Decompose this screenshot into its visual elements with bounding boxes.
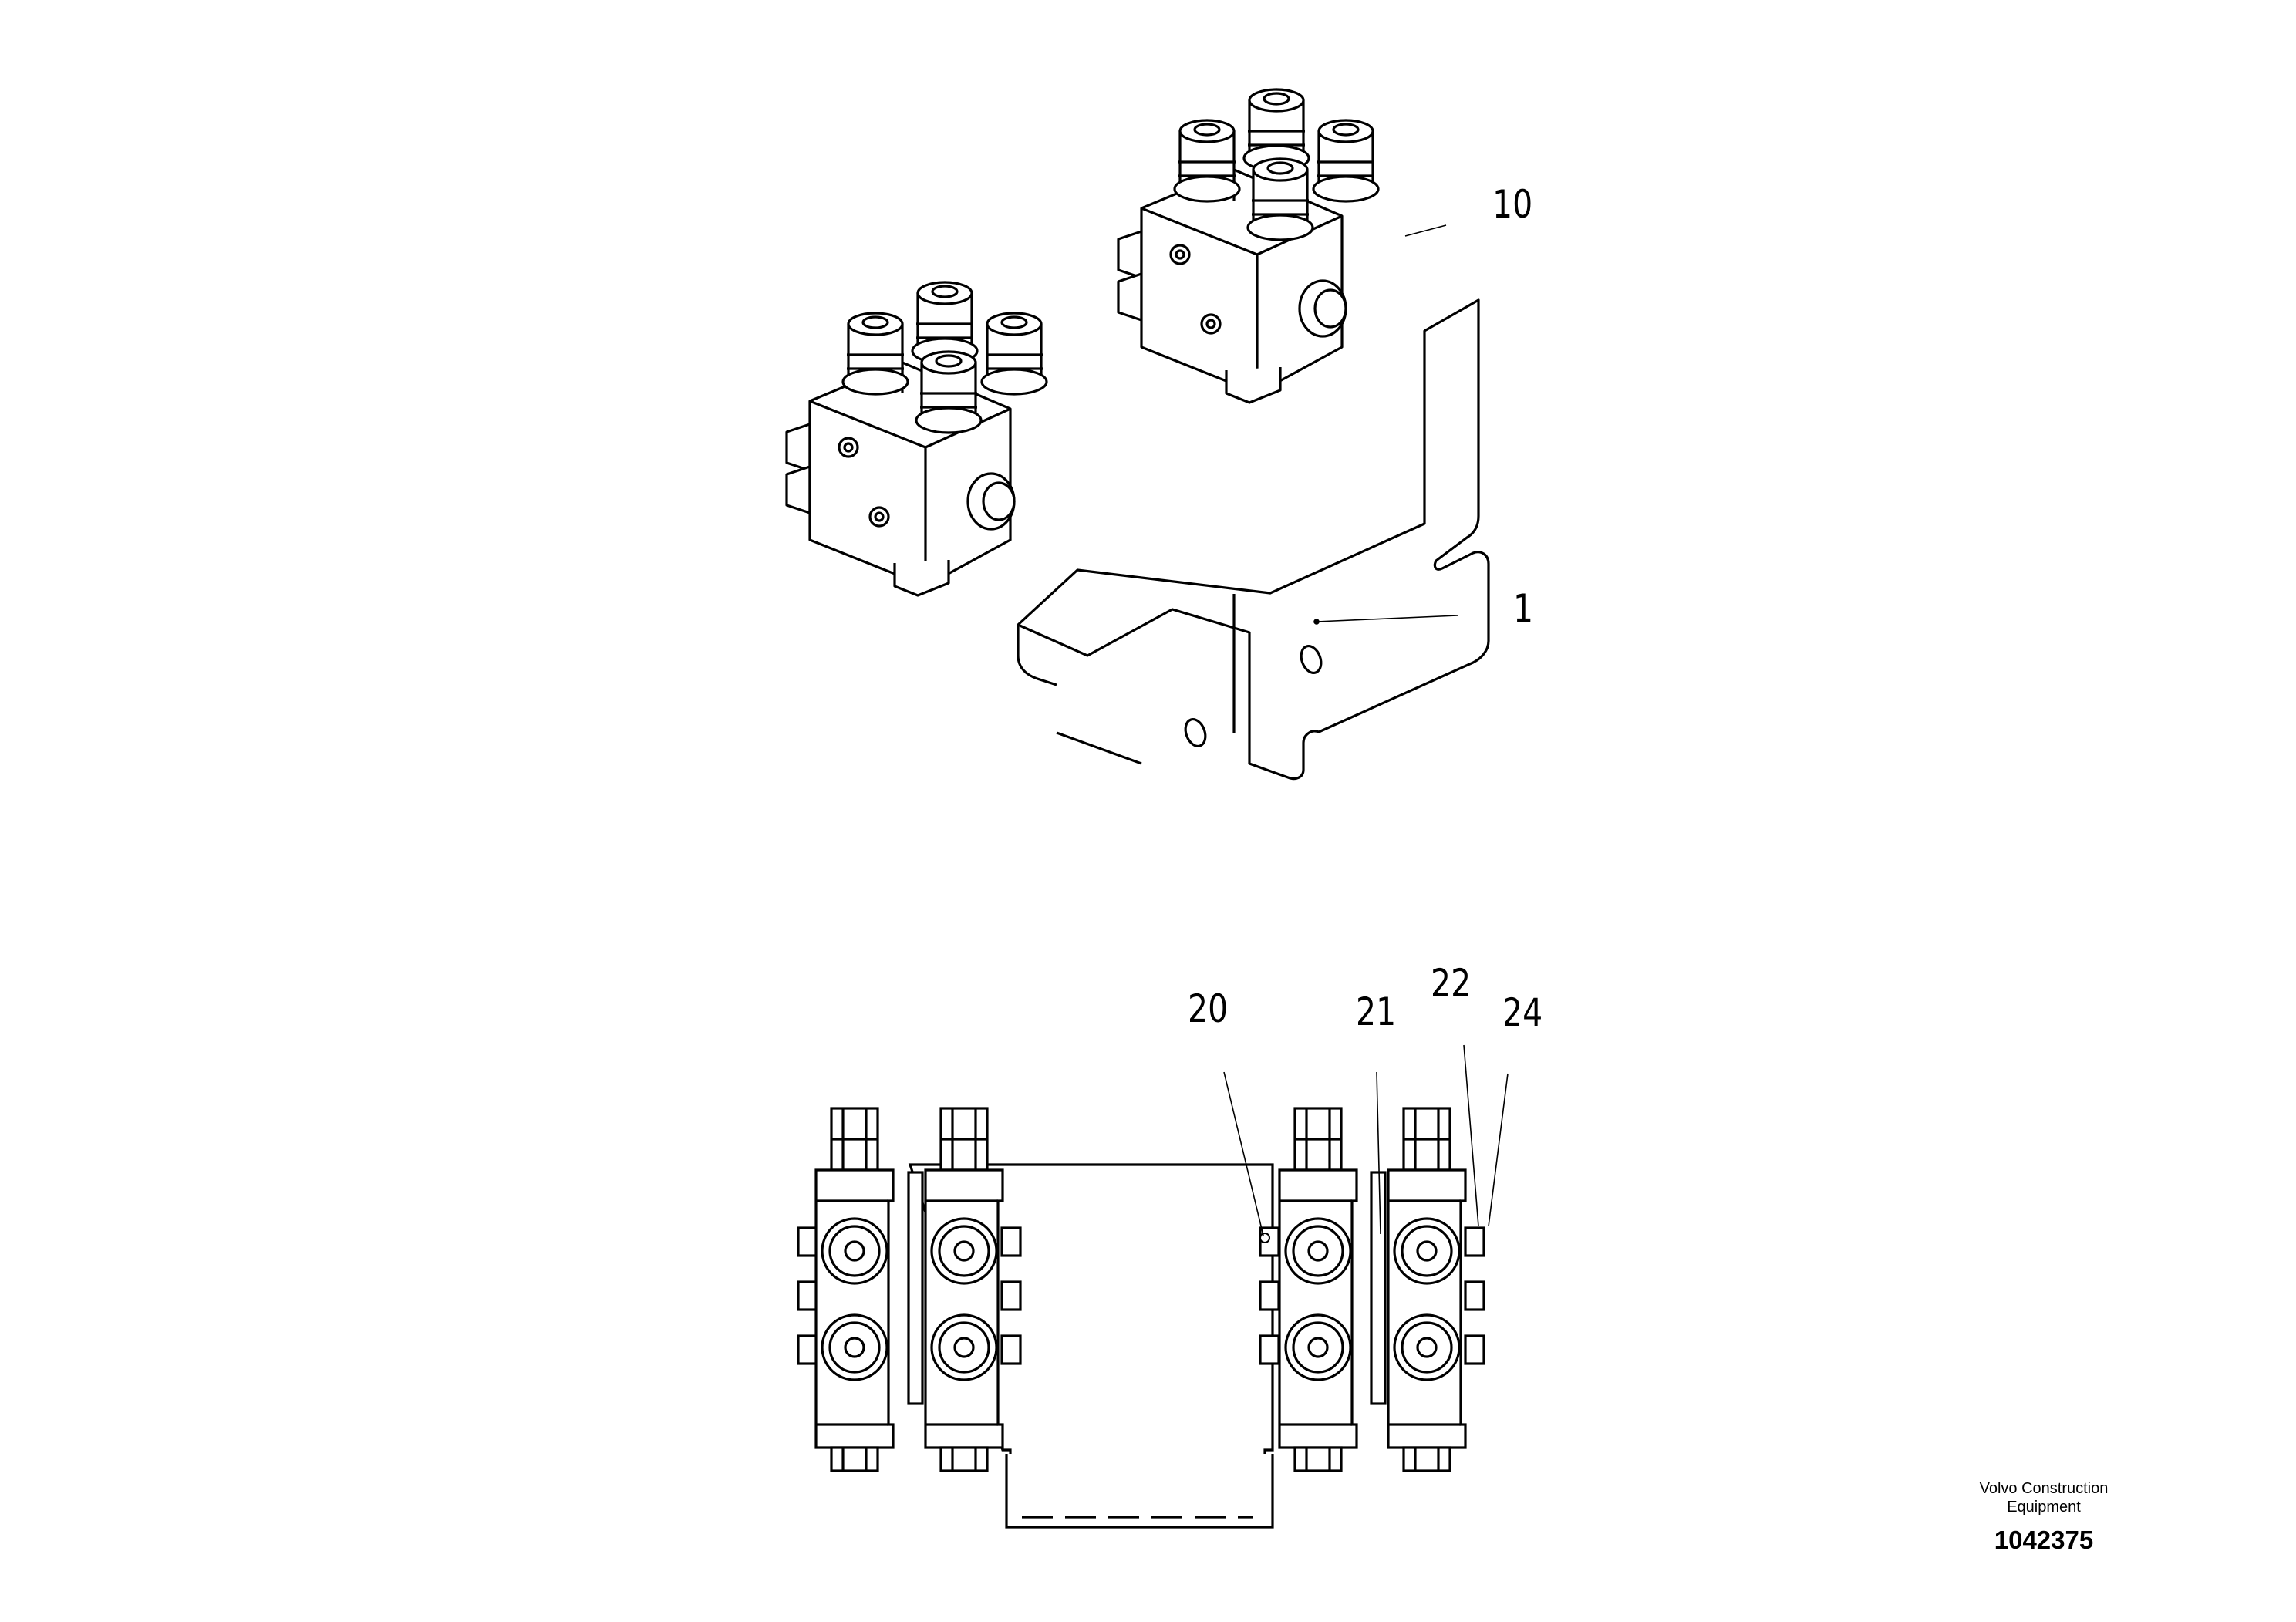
drawing-number: 1042375 bbox=[1994, 1526, 2094, 1554]
callout-21: 21 bbox=[1356, 990, 1397, 1034]
callout-1: 1 bbox=[1513, 586, 1534, 631]
bracket-front bbox=[908, 1163, 1274, 1529]
valve-block-left bbox=[785, 281, 1048, 597]
brand-line1: Volvo Construction bbox=[1979, 1480, 2109, 1497]
callout-20: 20 bbox=[1188, 986, 1229, 1031]
callout-24: 24 bbox=[1502, 990, 1543, 1035]
brand-line2: Equipment bbox=[2007, 1499, 2081, 1516]
brand-block: Volvo Construction Equipment 1042375 bbox=[1913, 1479, 2175, 1555]
bracket bbox=[1017, 298, 1490, 781]
front-view bbox=[797, 1044, 1509, 1529]
callout-10: 10 bbox=[1492, 182, 1533, 227]
isometric-view bbox=[785, 88, 1490, 781]
callout-22: 22 bbox=[1431, 961, 1472, 1006]
valve-block-right bbox=[1117, 88, 1380, 404]
front-valves bbox=[797, 1107, 1485, 1472]
leader-lines-bottom bbox=[1223, 1044, 1509, 1236]
leader-lines-top bbox=[1313, 224, 1458, 625]
